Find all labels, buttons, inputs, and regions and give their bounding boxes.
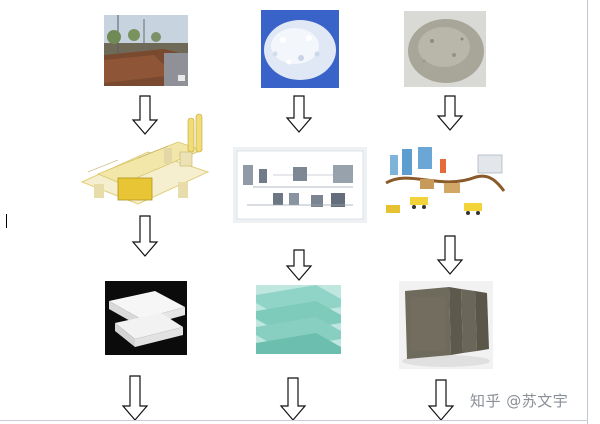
aerated-concrete-plant-image [380,139,508,223]
straw-field-image [104,15,188,86]
arrow-col1-1 [131,95,159,135]
green-xps-boards-image [256,285,341,354]
white-foam-boards-image [105,281,187,355]
gray-powder-image [404,11,486,87]
white-granules-image [261,10,339,88]
arrow-col3-3 [427,379,455,421]
gray-foam-concrete-panels-image [399,281,493,369]
frame-border-bottom [0,420,588,421]
arrow-col3-1 [436,95,464,131]
frame-border-right [587,0,588,424]
arrow-col3-2 [436,235,464,275]
arrow-col1-3 [121,375,149,421]
arrow-col1-2 [131,215,159,257]
production-flowchart-image [233,147,367,223]
watermark-text: 知乎 @苏文宇 [470,392,569,410]
arrow-col2-2 [285,249,313,281]
text-cursor [6,214,7,228]
extrusion-line-image [78,112,212,210]
arrow-col2-1 [285,95,313,133]
arrow-col2-3 [279,377,307,421]
